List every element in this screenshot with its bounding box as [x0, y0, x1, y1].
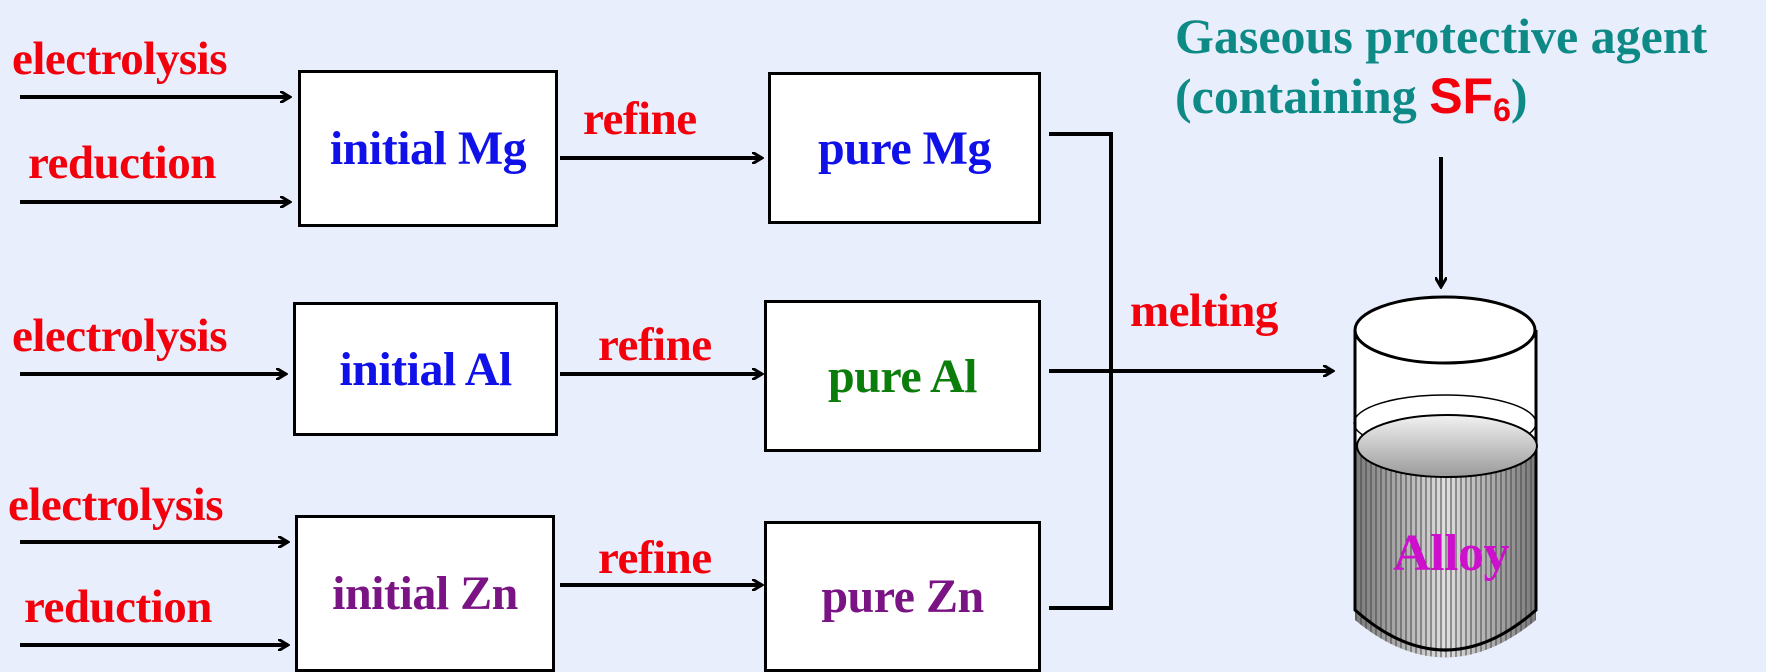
label-melting: melting [1130, 285, 1278, 337]
agent-line-1: Gaseous protective agent [1175, 8, 1708, 64]
agent-formula: SF6 [1429, 68, 1511, 128]
label-mg-reduction: reduction [28, 137, 216, 189]
label-refine-mg: refine [583, 93, 697, 145]
box-pure-al: pure Al [764, 300, 1041, 452]
label-refine-al: refine [598, 319, 712, 371]
protective-agent-label: Gaseous protective agent (containing SF6… [1175, 6, 1707, 129]
label-zn-electrolysis: electrolysis [8, 479, 224, 531]
agent-line-2-suffix: ) [1510, 68, 1528, 124]
agent-line-2: (containing SF6) [1175, 66, 1707, 129]
box-initial-al: initial Al [293, 302, 558, 436]
crucible-icon [1353, 295, 1538, 658]
box-pure-mg: pure Mg [768, 72, 1041, 224]
label-al-electrolysis: electrolysis [12, 310, 228, 362]
box-initial-zn: initial Zn [295, 515, 555, 672]
agent-formula-subscript: 6 [1493, 92, 1511, 128]
label-zn-reduction: reduction [24, 581, 212, 633]
label-mg-electrolysis: electrolysis [12, 33, 228, 85]
label-alloy: Alloy [1393, 525, 1509, 582]
box-pure-zn: pure Zn [764, 521, 1041, 672]
box-initial-mg: initial Mg [298, 70, 558, 227]
agent-line-2-prefix: (containing [1175, 68, 1430, 124]
agent-formula-base: SF [1429, 68, 1494, 124]
label-refine-zn: refine [598, 532, 712, 584]
